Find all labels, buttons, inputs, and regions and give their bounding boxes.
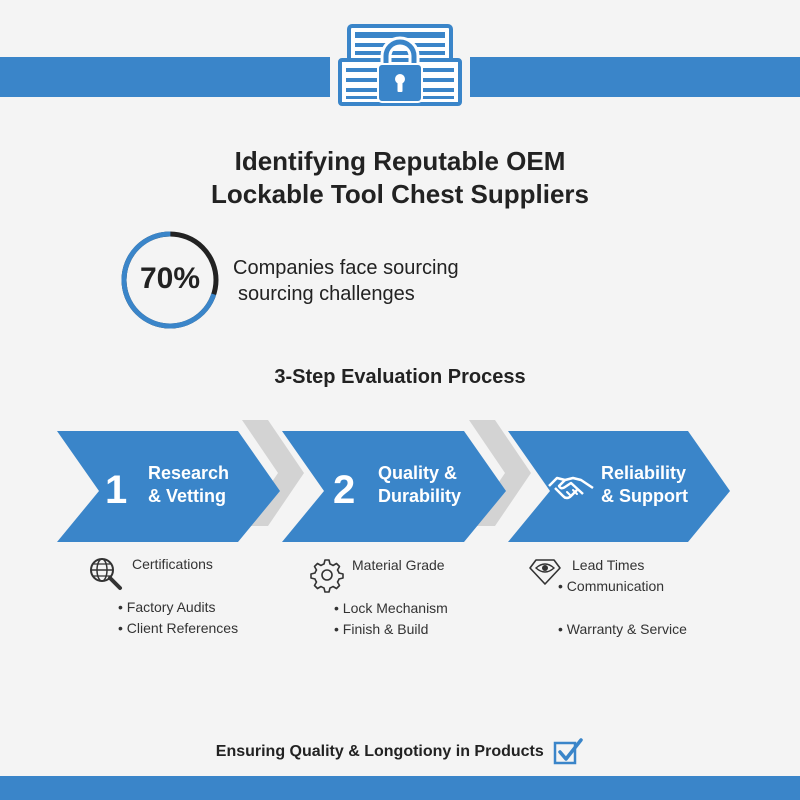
eye-diamond-icon (529, 559, 561, 585)
locked-toolbox-icon (330, 18, 470, 110)
step-2-number: 2 (333, 468, 356, 512)
step-1-item-3: • Client References (118, 620, 239, 636)
separator-chevron-1 (242, 420, 304, 526)
process-flow (57, 420, 730, 542)
step-1-item-2: • Factory Audits (118, 599, 216, 615)
step-1-number: 1 (105, 468, 128, 512)
gear-icon (310, 559, 344, 593)
step-3-item-3: • Warranty & Service (558, 621, 687, 637)
step-2-item-3: • Finish & Build (334, 621, 429, 637)
step-1-arrow (57, 431, 280, 542)
title-line-2: Lockable Tool Chest Suppliers (210, 179, 590, 209)
step-1-item-1: Certifications (132, 556, 213, 572)
step-3-title: Reliability & Support (601, 462, 688, 508)
stat-value: 70% (139, 262, 201, 295)
step-1-title: Research & Vetting (148, 462, 229, 508)
step-2-title-line-1: Quality & (378, 463, 458, 483)
step-2-arrow (282, 431, 506, 542)
step-3-item-1: Lead Times (572, 557, 645, 573)
step-2-title-line-2: Durability (378, 486, 462, 506)
step-3-arrow (508, 431, 730, 542)
footer-statement: Ensuring Quality & Longotiony in Product… (0, 737, 800, 767)
step-2-item-1: Material Grade (352, 557, 445, 573)
step-3-title-line-2: & Support (601, 486, 688, 506)
step-1-title-line-2: & Vetting (148, 486, 227, 506)
step-3-item-2: • Communication (558, 578, 665, 594)
stat-text-line-1: Companies face sourcing (233, 257, 459, 279)
step-2-title: Quality & Durability (378, 462, 461, 508)
page-title: Identifying Reputable OEM Lockable Tool … (0, 145, 800, 211)
bottom-band (0, 776, 800, 800)
title-line-1: Identifying Reputable OEM (234, 146, 566, 176)
stat-description: Companies face sourcing sourcing challen… (233, 255, 553, 307)
step-3-title-line-1: Reliability (601, 463, 687, 483)
step-1-title-line-1: Research (148, 463, 230, 483)
process-title: 3-Step Evaluation Process (274, 366, 526, 388)
stat-text-line-2: sourcing challenges (238, 283, 415, 305)
separator-chevron-2 (469, 420, 531, 526)
checkbox-icon (553, 738, 583, 765)
step-2-item-2: • Lock Mechanism (334, 600, 448, 616)
magnifier-globe-icon (90, 558, 122, 590)
stat-progress-ring (121, 231, 219, 329)
handshake-icon (548, 476, 594, 500)
footer-text: Ensuring Quality & Longotiony in Product… (215, 743, 544, 760)
